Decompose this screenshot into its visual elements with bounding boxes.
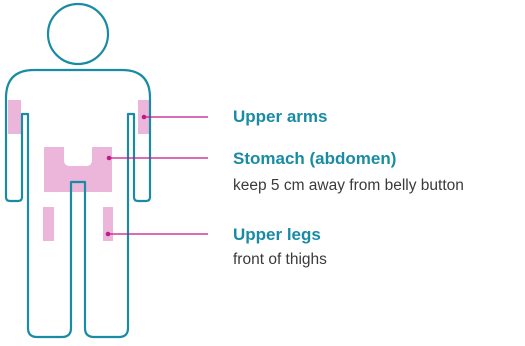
label-upper-arms: Upper arms (233, 107, 327, 127)
zone-left-thigh (43, 207, 54, 241)
label-stomach: Stomach (abdomen) (233, 149, 396, 169)
body-figure (6, 4, 150, 337)
leader-upper-arms (142, 115, 208, 120)
leader-stomach (107, 156, 208, 161)
zone-stomach (44, 147, 112, 192)
belly-button (76, 155, 80, 159)
head-outline (48, 4, 108, 64)
leader-upper-legs (106, 232, 208, 237)
zone-left-arm (8, 100, 21, 134)
note-stomach: keep 5 cm away from belly button (233, 176, 464, 196)
body-outline (6, 70, 150, 337)
note-upper-legs: front of thighs (233, 250, 327, 270)
label-upper-legs: Upper legs (233, 225, 321, 245)
